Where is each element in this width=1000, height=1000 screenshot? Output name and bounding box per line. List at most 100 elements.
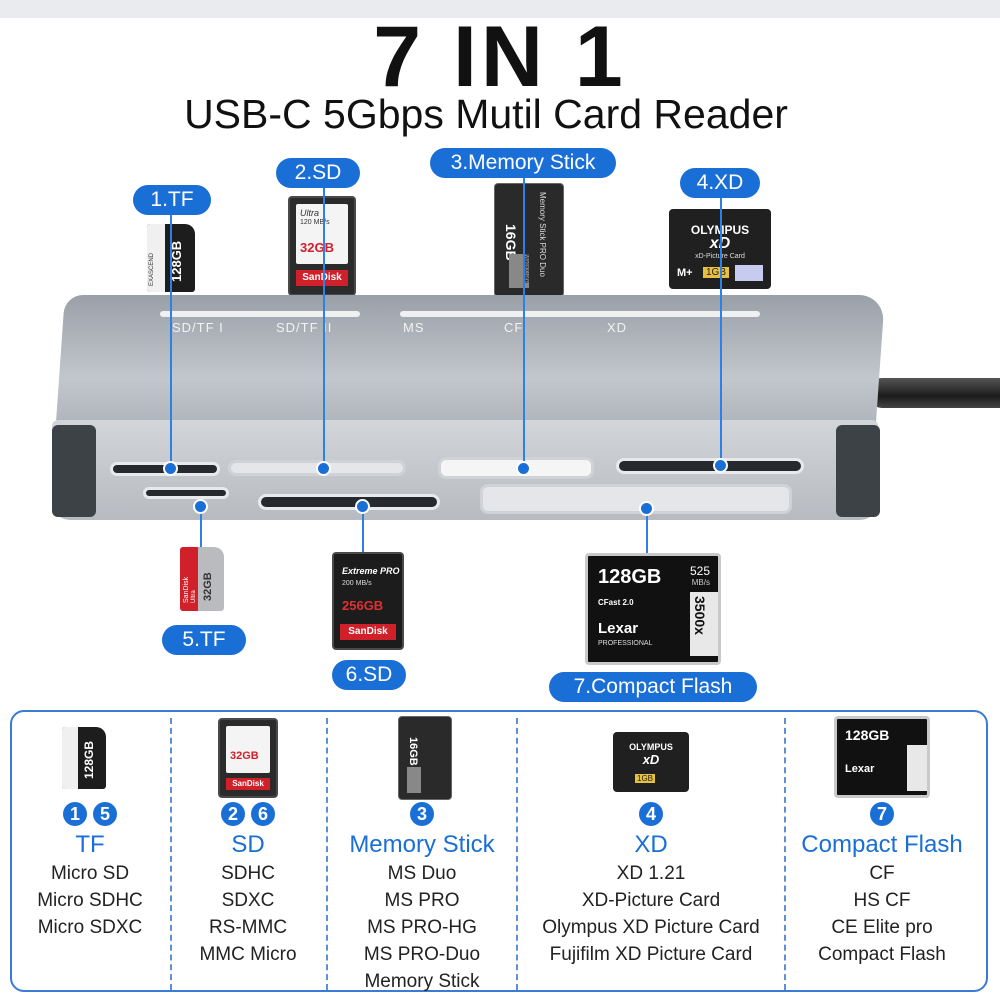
cf-card-bottom-capacity: 128GB: [598, 566, 662, 588]
sd-card-top-brand: Ultra: [300, 208, 320, 218]
callout-xd-4: 4.XD: [680, 168, 760, 198]
tf-card-bottom-line: Ultra: [191, 590, 197, 603]
badge-5: 5: [93, 802, 117, 826]
panel-ms-thumb-capacity: 16GB: [407, 737, 419, 766]
badge-1: 1: [63, 802, 87, 826]
hub-left-cap: [52, 425, 96, 517]
panel-xd-thumb-capacity: 1GB: [635, 774, 656, 783]
panel-xd-thumb-logo: xD: [642, 752, 660, 767]
hub-right-cap: [836, 425, 880, 517]
panel-cf-thumb-maker: Lexar: [845, 763, 875, 775]
column-xd-name: XD: [634, 831, 668, 858]
column-ms: 3 Memory Stick MS Duo MS PRO MS PRO-HG M…: [332, 800, 512, 995]
spec-item: CF: [869, 863, 895, 884]
spec-item: MMC Micro: [199, 944, 297, 965]
compatibility-panel: [10, 710, 988, 992]
slot-label-xd: XD: [607, 320, 628, 335]
column-cf-numbers: 7: [790, 800, 974, 826]
panel-divider-2: [326, 718, 328, 990]
connector-line-tf1: [170, 215, 172, 468]
column-ms-numbers: 3: [332, 800, 512, 826]
spec-item: Memory Stick: [364, 971, 480, 992]
connector-dot-cf7: [639, 501, 654, 516]
cf-card-bottom: 128GB 525 MB/s CFast 2.0 Lexar PROFESSIO…: [585, 553, 721, 665]
column-ms-name: Memory Stick: [349, 831, 495, 858]
xd-card-top-logo: xD: [669, 235, 771, 253]
panel-sd-thumb-capacity: 32GB: [230, 750, 259, 762]
connector-line-sd6: [362, 505, 364, 553]
cf-card-bottom-unit: MB/s: [691, 578, 710, 587]
top-slot-2: [400, 311, 760, 317]
slot-label-ms: MS: [403, 320, 425, 335]
panel-cf-thumb-capacity: 128GB: [845, 727, 890, 743]
spec-item: XD-Picture Card: [581, 890, 721, 911]
ms-card-top-badge: MagicGate: [509, 254, 529, 288]
slot-label-sdtf2: SD/TF II: [276, 320, 333, 335]
top-bar: [0, 0, 1000, 18]
spec-item: HS CF: [853, 890, 911, 911]
column-tf-name: TF: [75, 831, 105, 858]
sd-slot-6[interactable]: [258, 494, 440, 510]
sd-card-bottom-maker: SanDisk: [340, 624, 396, 640]
ms-card-top-name: Memory Stick PRO Duo: [538, 192, 547, 277]
panel-divider-3: [516, 718, 518, 990]
column-xd-numbers: 4: [520, 800, 782, 826]
badge-4: 4: [639, 802, 663, 826]
ms-card-top: 16GB Memory Stick PRO Duo MagicGate: [494, 183, 564, 297]
sd-card-bottom-brand: Extreme PRO: [342, 566, 400, 576]
xd-card-top-mplus: M+: [677, 267, 693, 279]
connector-line-ms3: [523, 178, 525, 468]
badge-7: 7: [870, 802, 894, 826]
spec-item: Micro SD: [50, 863, 130, 884]
callout-ms-3: 3.Memory Stick: [430, 148, 616, 178]
spec-item: Compact Flash: [818, 944, 946, 965]
spec-item: Olympus XD Picture Card: [542, 917, 760, 938]
spec-item: MS Duo: [387, 863, 457, 884]
callout-sd-2: 2.SD: [276, 158, 360, 188]
spec-item: CE Elite pro: [831, 917, 933, 938]
cf-card-bottom-maker: Lexar: [598, 620, 639, 637]
cf-card-bottom-speed: 525: [689, 564, 710, 578]
connector-line-xd4: [720, 198, 722, 468]
spec-item: MS PRO-Duo: [363, 944, 481, 965]
sd-card-bottom-capacity: 256GB: [342, 598, 384, 613]
panel-xd-thumb-brand: OLYMPUS: [629, 742, 673, 752]
panel-divider-1: [170, 718, 172, 990]
panel-tf-thumb-capacity: 128GB: [82, 740, 96, 779]
xd-card-top: OLYMPUS xD xD-Picture Card M+ 1GB: [669, 209, 771, 289]
slot-label-sdtf1: SD/TF I: [172, 320, 224, 335]
badge-3: 3: [410, 802, 434, 826]
panel-sd-thumb: 32GB SanDisk: [218, 718, 278, 798]
column-xd: 4 XD XD 1.21 XD-Picture Card Olympus XD …: [520, 800, 782, 968]
xd-card-top-capacity: 1GB: [703, 267, 730, 278]
badge-6: 6: [251, 802, 275, 826]
column-cf: 7 Compact Flash CF HS CF CE Elite pro Co…: [790, 800, 974, 968]
spec-item: SDXC: [221, 890, 275, 911]
tf-card-bottom: SanDisk Ultra 32GB: [180, 547, 224, 611]
cf-slot[interactable]: [480, 484, 792, 514]
xd-slot[interactable]: [616, 458, 804, 474]
callout-tf-1: 1.TF: [133, 185, 211, 215]
spec-item: MS PRO: [384, 890, 460, 911]
connector-dot-ms3: [516, 461, 531, 476]
connector-dot-tf1: [163, 461, 178, 476]
xd-card-top-sub: xD-Picture Card: [695, 253, 745, 260]
tf-slot-2[interactable]: [143, 487, 229, 499]
connector-dot-tf5: [193, 499, 208, 514]
spec-item: Micro SDXC: [37, 917, 143, 938]
spec-item: Fujifilm XD Picture Card: [549, 944, 753, 965]
panel-cf-thumb: 128GB Lexar: [834, 716, 930, 798]
connector-line-cf7: [646, 507, 648, 555]
callout-tf-5: 5.TF: [162, 625, 246, 655]
cf-card-bottom-fast: CFast 2.0: [598, 598, 634, 607]
column-cf-name: Compact Flash: [801, 831, 963, 858]
panel-divider-4: [784, 718, 786, 990]
tf-card-top-brand: EXASCEND: [149, 252, 155, 286]
cf-card-bottom-pro: PROFESSIONAL: [598, 640, 653, 647]
sd-card-top-capacity: 32GB: [300, 240, 334, 255]
sd-card-bottom: Extreme PRO 200 MB/s 256GB SanDisk: [332, 552, 404, 650]
panel-ms-thumb: 16GB: [398, 716, 452, 800]
